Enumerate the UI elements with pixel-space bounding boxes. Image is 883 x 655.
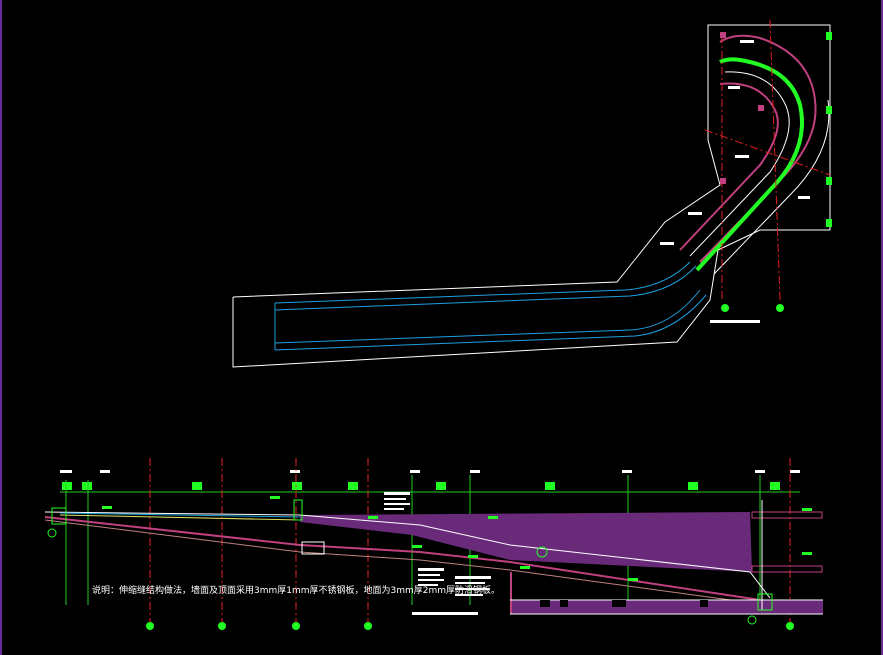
left-fixture-bubble [47, 528, 57, 538]
ramp-lane-line-1 [274, 265, 697, 311]
drain-bubble [536, 546, 548, 558]
dimension-bubbles [62, 482, 780, 490]
ramp-slab-line-y [59, 514, 301, 521]
section-axis-lines [149, 458, 791, 622]
base-slab-notches [540, 600, 708, 607]
ramp-slab-bottom [44, 519, 761, 605]
plan-grid-markers [721, 32, 832, 312]
ramp-section-view [44, 458, 823, 630]
section-axis-bubbles [146, 622, 794, 630]
curve-highlight-path [695, 57, 804, 272]
ramp-slab-mid [44, 516, 761, 601]
curve-wall-inner-3 [689, 71, 790, 257]
mid-fixture [293, 499, 303, 521]
right-wall-block-2 [751, 565, 823, 573]
curve-wall-inner-2 [679, 82, 779, 251]
left-fixture [51, 507, 67, 525]
ramp-lane-line-2 [274, 289, 701, 344]
section-annotation-block [384, 492, 491, 615]
axis-line-a [769, 19, 781, 301]
right-fixture [757, 593, 773, 611]
plan-outline [232, 24, 831, 368]
axis-line-c [704, 129, 831, 176]
construction-note: 说明：伸缩缝结构做法，墙面及顶面采用3mm厚1mm厚不锈钢板，地面为3mm厚2m… [92, 586, 501, 596]
plan-column-markers [720, 32, 764, 184]
dimension-tick-marks [60, 470, 800, 473]
curve-wall-outer [699, 34, 817, 263]
right-fixture-bubble [747, 615, 757, 625]
ramp-lane-outer [274, 261, 691, 304]
fill-region-soil [300, 512, 752, 572]
base-slab-outline [510, 572, 512, 614]
plan-annotations [660, 40, 810, 323]
drain-fixture [301, 541, 325, 555]
right-wall-block [751, 511, 823, 519]
ramp-slab-top [44, 511, 771, 599]
ramp-lane-inner [274, 294, 707, 351]
base-slab [510, 600, 823, 614]
section-green-tags [102, 496, 812, 581]
ramp-plan-view [232, 19, 832, 368]
ramp-slab-line-b [59, 512, 301, 518]
